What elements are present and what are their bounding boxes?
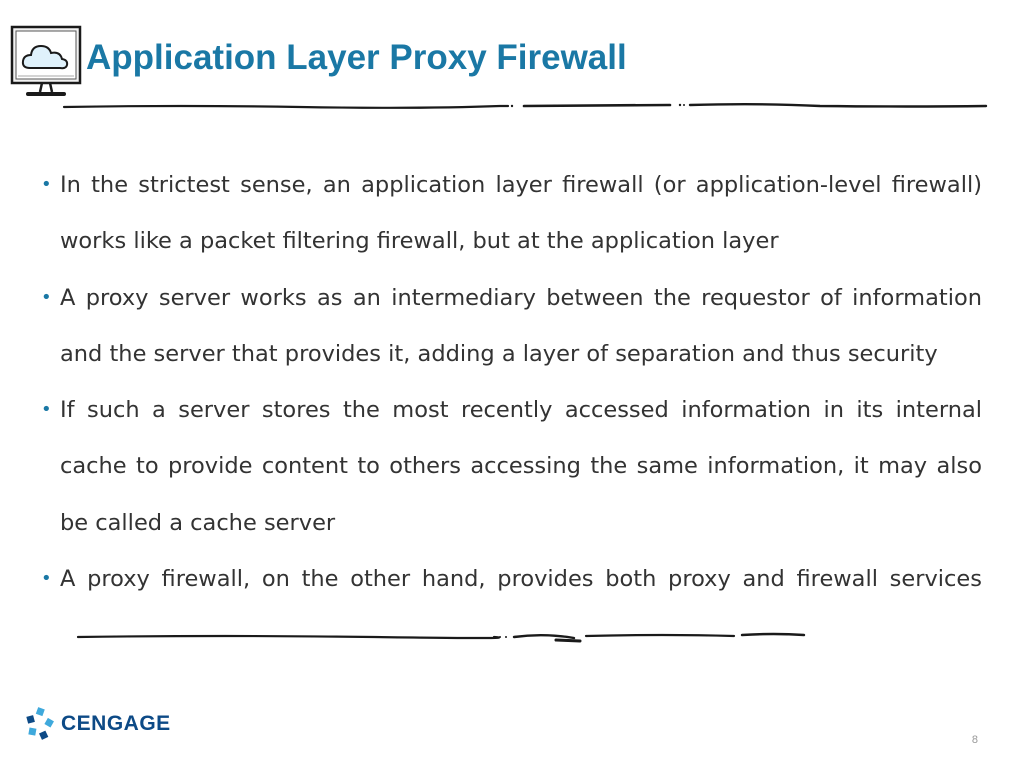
page-number: 8 [971,734,978,746]
bullet-text: In the strictest sense, an application l… [60,172,982,255]
logo-text: CENGAGE [61,712,171,735]
cloud-monitor-icon [10,25,82,96]
title-underline [62,103,988,109]
bullet-marker: • [41,174,52,195]
bullet-marker: • [41,399,52,421]
bullet-item: • A proxy server works as an intermediar… [36,270,982,383]
bullet-list: • In the strictest sense, an application… [36,157,982,664]
bullet-item: • In the strictest sense, an application… [36,157,982,270]
bullet-text: A proxy firewall, on the other hand, pro… [60,566,982,593]
bullet-marker: • [41,286,52,308]
bullet-text: A proxy server works as an intermediary … [60,284,982,367]
cengage-logo-icon [26,707,54,740]
bullet-text: If such a server stores the most recentl… [60,397,982,536]
bullet-item: • A proxy firewall, on the other hand, p… [36,551,982,664]
bullet-marker: • [41,568,52,590]
bullet-item: • If such a server stores the most recen… [36,382,982,551]
cengage-logo: CENGAGE [24,706,171,742]
slide-title: Application Layer Proxy Firewall [86,38,627,77]
footer-underline [76,632,806,643]
